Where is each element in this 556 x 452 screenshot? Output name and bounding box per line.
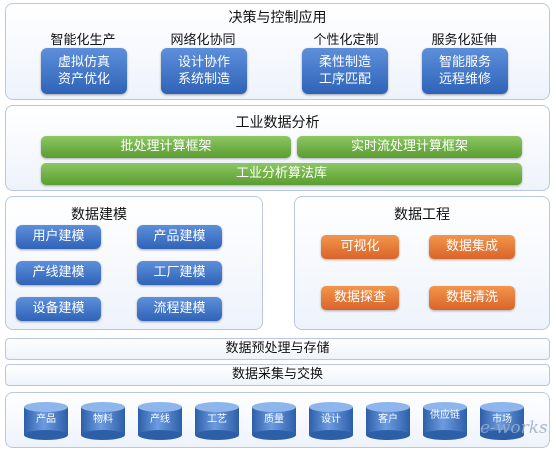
app-network-collab[interactable]: 设计协作 系统制造 (161, 48, 247, 94)
app-smart-production-line2: 资产优化 (57, 72, 110, 87)
cylinder-icon (366, 402, 410, 412)
decision-panel: 决策与控制应用 智能化生产 虚拟仿真 资产优化 网络化协同 设计协作 系统制造 … (5, 3, 550, 100)
eng-visualization[interactable]: 可视化 (321, 235, 399, 259)
cylinder-icon (24, 402, 68, 412)
source-label: 设计 (321, 414, 341, 425)
engineering-panel: 数据工程 可视化 数据集成 数据探查 数据清洗 (294, 196, 550, 330)
app-customization-line1: 柔性制造 (318, 55, 371, 70)
app-network-collab-line2: 系统制造 (177, 72, 230, 87)
cylinder-icon (309, 402, 353, 412)
app-network-collab-line1: 设计协作 (177, 55, 230, 70)
engineering-title: 数据工程 (394, 207, 450, 223)
source-label: 市场 (492, 414, 512, 425)
source-material[interactable]: 物料 (81, 402, 125, 440)
app-label-customization: 个性化定制 (313, 33, 379, 48)
app-service-extension-line2: 远程维修 (438, 72, 491, 87)
source-design[interactable]: 设计 (309, 402, 353, 440)
app-service-extension-line1: 智能服务 (438, 55, 491, 70)
analysis-panel: 工业数据分析 批处理计算框架 实时流处理计算框架 工业分析算法库 (5, 105, 550, 191)
cylinder-icon (252, 430, 296, 440)
stream-processing-framework[interactable]: 实时流处理计算框架 (297, 136, 522, 158)
eng-data-cleansing[interactable]: 数据清洗 (429, 286, 515, 310)
cylinder-icon (252, 402, 296, 412)
source-label: 质量 (264, 414, 284, 425)
source-product[interactable]: 产品 (24, 402, 68, 440)
source-quality[interactable]: 质量 (252, 402, 296, 440)
cylinder-icon (423, 402, 467, 412)
app-customization[interactable]: 柔性制造 工序匹配 (302, 48, 388, 94)
source-label: 客户 (378, 414, 398, 425)
cylinder-icon (81, 430, 125, 440)
cylinder-icon (309, 430, 353, 440)
source-label: 产品 (36, 414, 56, 425)
app-label-service-extension: 服务化延伸 (431, 33, 497, 48)
app-label-network-collab: 网络化协同 (170, 33, 236, 48)
app-label-smart-production: 智能化生产 (50, 33, 116, 48)
cylinder-icon (423, 430, 467, 440)
source-market[interactable]: 市场 (480, 402, 524, 440)
eng-data-exploration[interactable]: 数据探查 (321, 286, 399, 310)
cylinder-icon (366, 430, 410, 440)
analysis-title: 工业数据分析 (235, 115, 320, 131)
preprocess-storage-layer: 数据预处理与存储 (5, 338, 550, 360)
eworks-watermark-logo: e-works (480, 418, 548, 438)
source-production-line[interactable]: 产线 (138, 402, 182, 440)
cylinder-icon (480, 430, 524, 440)
source-label: 供应链 (430, 410, 460, 421)
app-smart-production-line1: 虚拟仿真 (57, 55, 110, 70)
modeling-panel: 数据建模 用户建模 产品建模 产线建模 工厂建模 设备建模 流程建模 (5, 196, 263, 330)
cylinder-icon (81, 402, 125, 412)
eng-data-integration[interactable]: 数据集成 (429, 235, 515, 259)
model-factory[interactable]: 工厂建模 (137, 261, 222, 285)
source-label: 工艺 (207, 414, 227, 425)
source-supply-chain[interactable]: 供应链 (423, 402, 467, 440)
industrial-algorithm-library[interactable]: 工业分析算法库 (41, 163, 522, 185)
modeling-title: 数据建模 (71, 207, 127, 223)
cylinder-icon (24, 430, 68, 440)
cylinder-icon (195, 430, 239, 440)
cylinder-icon (480, 402, 524, 412)
cylinder-icon (138, 402, 182, 412)
decision-title: 决策与控制应用 (228, 10, 327, 26)
app-customization-line2: 工序匹配 (318, 72, 371, 87)
model-user[interactable]: 用户建模 (16, 225, 101, 249)
cylinder-icon (138, 430, 182, 440)
source-customer[interactable]: 客户 (366, 402, 410, 440)
model-process[interactable]: 流程建模 (137, 297, 222, 321)
source-label: 物料 (93, 414, 113, 425)
app-smart-production[interactable]: 虚拟仿真 资产优化 (41, 48, 127, 94)
app-service-extension[interactable]: 智能服务 远程维修 (422, 48, 508, 94)
collection-exchange-layer: 数据采集与交换 (5, 364, 550, 386)
source-craft[interactable]: 工艺 (195, 402, 239, 440)
model-production-line[interactable]: 产线建模 (16, 261, 101, 285)
batch-processing-framework[interactable]: 批处理计算框架 (41, 136, 291, 158)
model-product[interactable]: 产品建模 (137, 225, 222, 249)
source-label: 产线 (150, 414, 170, 425)
cylinder-icon (195, 402, 239, 412)
model-equipment[interactable]: 设备建模 (16, 297, 101, 321)
